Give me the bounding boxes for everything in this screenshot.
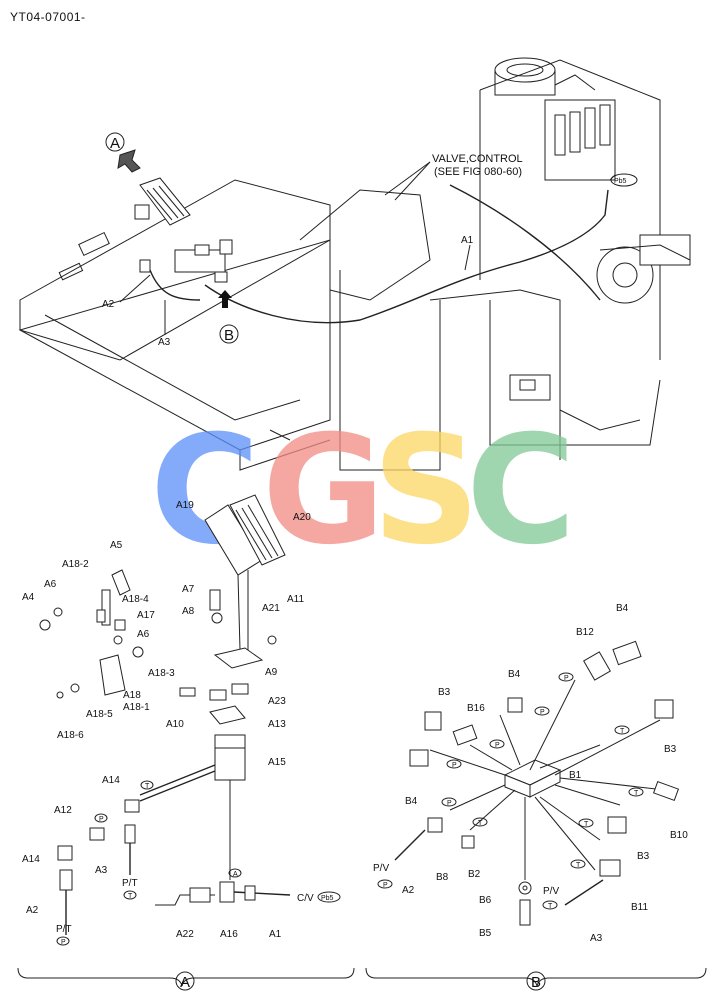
label-a16: A16	[220, 929, 238, 940]
view-b-caption-circle	[526, 971, 546, 991]
label-b3-left: B3	[438, 687, 451, 698]
label-a3-top: A3	[158, 337, 171, 348]
svg-text:P: P	[447, 800, 452, 807]
label-b10: B10	[670, 830, 688, 841]
label-a18-2: A18-2	[62, 559, 89, 570]
label-a11: A11	[287, 594, 304, 605]
label-a14-bottom: A14	[22, 854, 40, 865]
watermark-letter-3: S	[372, 404, 480, 578]
watermark-letter-4: C	[466, 404, 576, 578]
label-b5: B5	[479, 928, 492, 939]
label-b16: B16	[467, 703, 485, 714]
view-b-marker: B	[224, 327, 234, 344]
svg-text:P: P	[383, 882, 388, 889]
view-b-caption: B	[531, 974, 541, 991]
label-a12: A12	[54, 805, 72, 816]
chassis-drawing	[18, 57, 691, 471]
svg-text:T: T	[548, 903, 553, 910]
label-a18-6: A18-6	[57, 730, 84, 741]
svg-text:T: T	[478, 820, 483, 827]
view-b-drawing	[394, 640, 680, 926]
label-a22: A22	[176, 929, 194, 940]
label-a14-top: A14	[102, 775, 120, 786]
port-marks-a: T P T P A	[56, 780, 242, 946]
svg-text:T: T	[576, 862, 581, 869]
svg-text:P: P	[495, 742, 500, 749]
view-b-marker-circle	[219, 324, 239, 344]
label-b4-top: B4	[616, 603, 629, 614]
valve-control-label: VALVE,CONTROL	[432, 153, 523, 165]
label-a9: A9	[265, 667, 278, 678]
svg-text:P: P	[61, 939, 66, 946]
label-b3-right: B3	[664, 744, 677, 755]
view-a-caption-circle	[175, 971, 195, 991]
svg-text:T: T	[145, 783, 150, 790]
svg-text:P: P	[452, 762, 457, 769]
document-id: YT04-07001-	[10, 10, 86, 24]
label-b12: B12	[576, 627, 594, 638]
label-pt-left: P/T	[56, 924, 72, 935]
pb5-tag-a: Pb5	[321, 895, 334, 902]
label-a2-top: A2	[102, 299, 115, 310]
svg-text:A: A	[233, 871, 238, 878]
label-a17: A17	[137, 610, 155, 621]
label-b3-low: B3	[637, 851, 650, 862]
view-a-drawing	[39, 494, 291, 935]
label-a5: A5	[110, 540, 123, 551]
label-a18: A18	[123, 690, 141, 701]
svg-text:T: T	[128, 893, 133, 900]
port-marks-b: P P P P T T P T T T P T	[377, 672, 644, 910]
label-pv-left: P/V	[373, 863, 389, 874]
label-a8: A8	[182, 606, 195, 617]
label-a15: A15	[268, 757, 286, 768]
svg-text:P: P	[564, 675, 569, 682]
view-a-marker: A	[110, 135, 120, 152]
label-a3-b: A3	[590, 933, 603, 944]
label-a21: A21	[262, 603, 280, 614]
pb5-tag-top: Pb5	[614, 178, 627, 185]
label-b2: B2	[468, 869, 481, 880]
label-b1: B1	[569, 770, 582, 781]
label-a1: A1	[269, 929, 282, 940]
label-a6-mid: A6	[137, 629, 150, 640]
label-b4-mid: B4	[508, 669, 521, 680]
label-a20: A20	[293, 512, 311, 523]
label-a23: A23	[268, 696, 286, 707]
watermark: C G S C	[150, 404, 576, 578]
svg-text:P: P	[540, 709, 545, 716]
label-a18-5: A18-5	[86, 709, 113, 720]
svg-text:T: T	[620, 728, 625, 735]
label-b6: B6	[479, 895, 492, 906]
valve-control-ref: (SEE FIG 080-60)	[434, 166, 522, 178]
label-pv-right: P/V	[543, 886, 559, 897]
label-a19: A19	[176, 500, 194, 511]
label-a2: A2	[26, 905, 39, 916]
label-a4: A4	[22, 592, 35, 603]
label-b4-left: B4	[405, 796, 418, 807]
view-a-caption: A	[180, 974, 190, 991]
label-a13: A13	[268, 719, 286, 730]
view-braces	[17, 967, 707, 987]
label-a3: A3	[95, 865, 108, 876]
label-pt-right: P/T	[122, 878, 138, 889]
label-a1-top: A1	[461, 235, 474, 246]
label-a2-b: A2	[402, 885, 415, 896]
svg-text:T: T	[584, 821, 589, 828]
label-b8: B8	[436, 872, 449, 883]
label-a18-1: A18-1	[123, 702, 150, 713]
svg-text:T: T	[634, 790, 639, 797]
label-a18-4: A18-4	[122, 594, 149, 605]
label-a7: A7	[182, 584, 195, 595]
label-a6-left: A6	[44, 579, 57, 590]
view-a-marker-circle	[105, 132, 125, 152]
label-b11: B11	[631, 902, 648, 913]
svg-text:P: P	[99, 816, 104, 823]
label-cv: C/V	[297, 893, 314, 904]
label-a18-3: A18-3	[148, 668, 175, 679]
label-a10: A10	[166, 719, 184, 730]
